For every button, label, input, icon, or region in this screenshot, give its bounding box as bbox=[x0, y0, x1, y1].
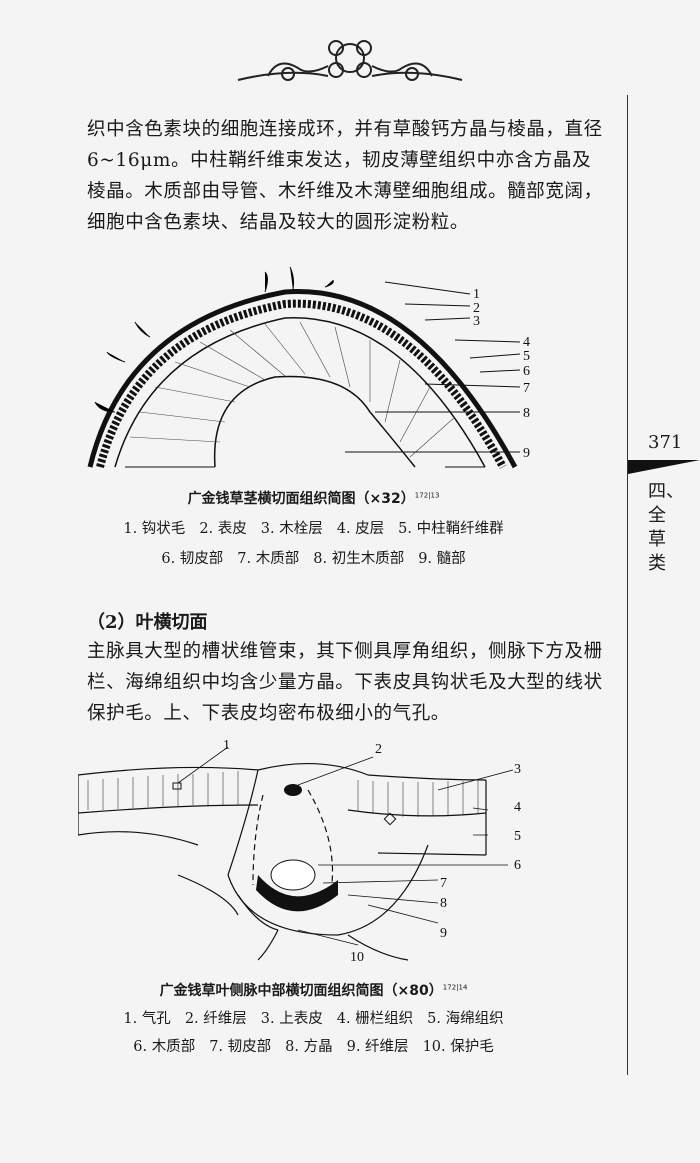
caption-text: 广金钱草茎横切面组织简图（×32） bbox=[187, 491, 415, 507]
leaf-cross-section-diagram: 1 2 3 4 5 6 7 8 9 10 bbox=[78, 738, 521, 965]
label-3: 3 bbox=[514, 762, 521, 777]
legend-item: 3. 木栓层 bbox=[260, 521, 323, 537]
stem-cross-section-diagram: 1 2 3 4 5 6 7 8 9 bbox=[87, 266, 530, 469]
page-number: 371 bbox=[648, 432, 683, 453]
legend-item: 2. 表皮 bbox=[199, 521, 247, 537]
caption-text: 广金钱草叶侧脉中部横切面组织简图（×80） bbox=[159, 983, 443, 999]
label-2: 2 bbox=[473, 301, 480, 316]
label-7: 7 bbox=[523, 381, 530, 396]
label-3: 3 bbox=[473, 314, 480, 329]
legend-item: 1. 钩状毛 bbox=[123, 521, 186, 537]
legend-item: 6. 木质部 bbox=[133, 1039, 196, 1055]
figure2-legend-line1: 1. 气孔 2. 纤维层 3. 上表皮 4. 栅栏组织 5. 海绵组织 bbox=[0, 1007, 627, 1028]
label-2: 2 bbox=[375, 742, 382, 757]
margin-rule bbox=[627, 95, 628, 1075]
legend-item: 4. 栅栏组织 bbox=[336, 1011, 414, 1027]
legend-item: 9. 纤维层 bbox=[346, 1039, 409, 1055]
figure1-legend-line2: 6. 韧皮部 7. 木质部 8. 初生木质部 9. 髓部 bbox=[0, 547, 627, 568]
label-9: 9 bbox=[440, 926, 447, 941]
label-5: 5 bbox=[523, 349, 530, 364]
label-9: 9 bbox=[523, 446, 530, 461]
legend-item: 9. 髓部 bbox=[418, 551, 466, 567]
legend-item: 8. 初生木质部 bbox=[313, 551, 405, 567]
ornament-icon bbox=[237, 40, 463, 81]
legend-item: 5. 中柱鞘纤维群 bbox=[398, 521, 504, 537]
legend-item: 6. 韧皮部 bbox=[161, 551, 224, 567]
label-8: 8 bbox=[523, 406, 530, 421]
label-7: 7 bbox=[440, 876, 447, 891]
label-1: 1 bbox=[473, 287, 480, 302]
figure1-legend-line1: 1. 钩状毛 2. 表皮 3. 木栓层 4. 皮层 5. 中柱鞘纤维群 bbox=[0, 517, 627, 538]
figure1-caption: 广金钱草茎横切面组织简图（×32）172|13 bbox=[0, 488, 627, 508]
legend-item: 10. 保护毛 bbox=[422, 1039, 494, 1055]
label-10: 10 bbox=[350, 950, 364, 965]
label-4: 4 bbox=[523, 335, 530, 350]
legend-item: 1. 气孔 bbox=[123, 1011, 171, 1027]
label-4: 4 bbox=[514, 800, 521, 815]
section-label: 四、全草类 bbox=[648, 481, 684, 574]
legend-item: 3. 上表皮 bbox=[260, 1011, 323, 1027]
section-tab-bar bbox=[628, 460, 700, 474]
label-6: 6 bbox=[523, 364, 530, 379]
label-5: 5 bbox=[514, 829, 521, 844]
caption-ref: 172|14 bbox=[442, 983, 468, 992]
label-1: 1 bbox=[223, 738, 230, 753]
figure2-caption: 广金钱草叶侧脉中部横切面组织简图（×80）172|14 bbox=[0, 980, 627, 1000]
legend-item: 7. 木质部 bbox=[237, 551, 300, 567]
body-paragraph-2: 主脉具大型的槽状维管束，其下侧具厚角组织，侧脉下方及栅栏、海绵组织中均含少量方晶… bbox=[87, 641, 603, 724]
legend-item: 2. 纤维层 bbox=[184, 1011, 247, 1027]
legend-item: 4. 皮层 bbox=[336, 521, 385, 537]
section-heading: （2）叶横切面 bbox=[87, 612, 208, 633]
figure2-legend-line2: 6. 木质部 7. 韧皮部 8. 方晶 9. 纤维层 10. 保护毛 bbox=[0, 1035, 627, 1056]
label-6: 6 bbox=[514, 858, 521, 873]
legend-item: 8. 方晶 bbox=[285, 1039, 333, 1055]
body-paragraph-1: 织中含色素块的细胞连接成环，并有草酸钙方晶与棱晶，直径 6~16μm。中柱鞘纤维… bbox=[87, 119, 603, 233]
legend-item: 5. 海绵组织 bbox=[427, 1011, 504, 1027]
label-8: 8 bbox=[440, 896, 447, 911]
legend-item: 7. 韧皮部 bbox=[209, 1039, 272, 1055]
caption-ref: 172|13 bbox=[414, 491, 440, 500]
